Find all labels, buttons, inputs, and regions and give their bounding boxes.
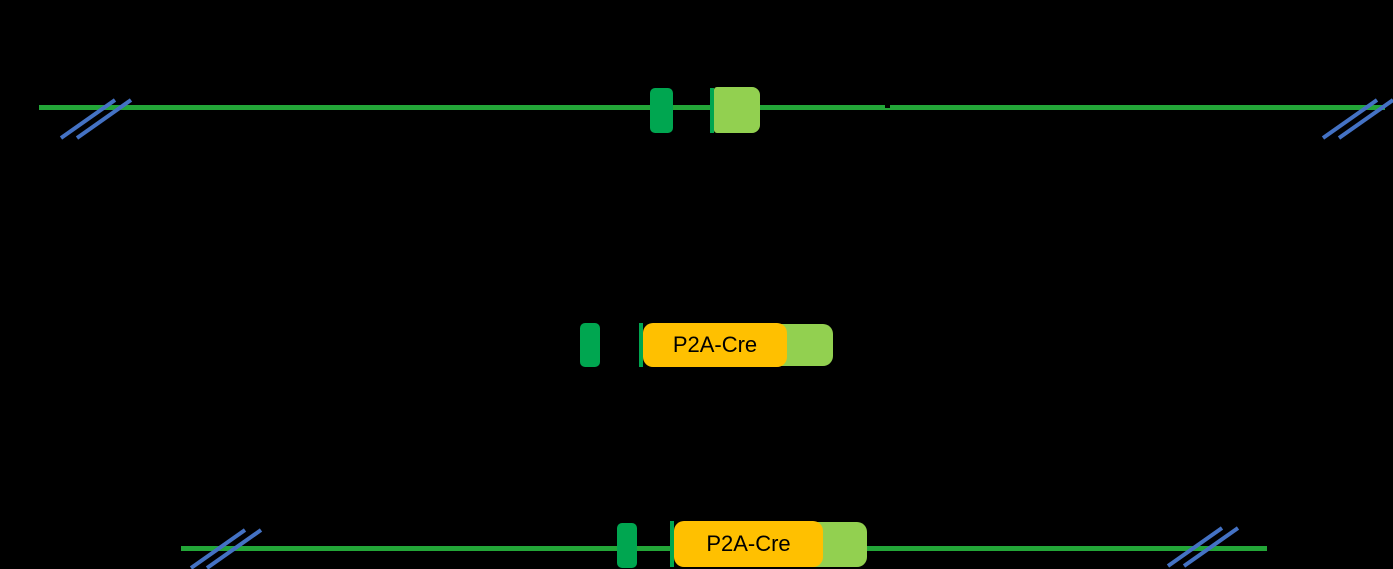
p2a-cre-cassette: P2A-Cre [643,323,787,367]
wild-type-small-exon-box [650,88,673,133]
p2a-cre-label: P2A-Cre [706,531,791,556]
wild-type-large-exon-box [714,87,760,133]
annotation-mark-dot [885,103,890,108]
targeting-vector-partial-exon-box [778,324,833,366]
p2a-cre-cassette: P2A-Cre [674,521,823,567]
targeting-vector-exon-start-stripe [639,323,643,367]
wild-type-exon-start-stripe [710,88,714,133]
targeting-vector-small-exon-box [580,323,600,367]
targeted-exon-start-stripe [670,521,674,567]
double-slash-break-icon [59,98,133,140]
p2a-cre-label: P2A-Cre [672,332,758,357]
double-slash-break-icon [1166,526,1240,568]
double-slash-break-icon [1321,98,1393,140]
double-slash-break-icon [189,528,263,569]
targeted-small-exon-box [617,523,637,568]
